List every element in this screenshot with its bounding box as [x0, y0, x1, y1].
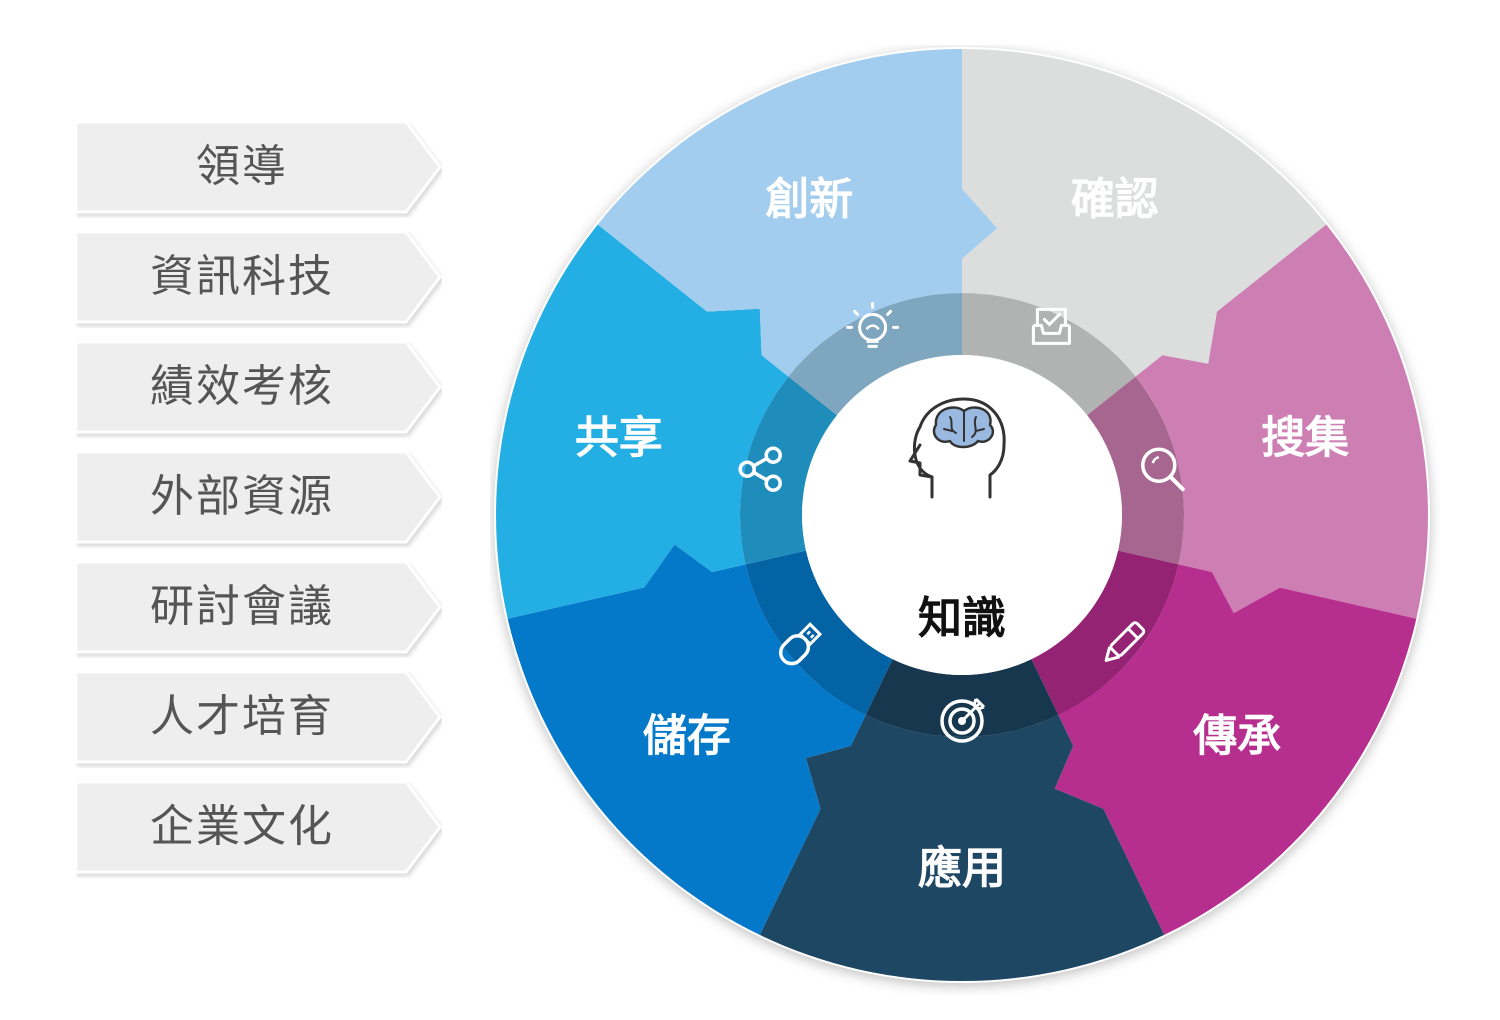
target-icon: [940, 697, 986, 743]
segment-label: 應用: [918, 843, 1006, 894]
segment-icons: [738, 301, 1185, 743]
lightbulb-icon: [846, 301, 900, 348]
outer-segment: [507, 544, 866, 935]
factor-item-it: 資訊科技: [76, 232, 442, 328]
factor-item-performance: 績效考核: [76, 342, 442, 438]
outer-segment: [759, 715, 1165, 982]
factor-label: 領導: [196, 141, 288, 192]
segment-label: 創新: [765, 174, 853, 225]
usb-drive-icon: [778, 622, 823, 666]
factor-item-leadership: 領導: [76, 122, 442, 218]
inner-segment: [740, 376, 837, 565]
factor-item-external: 外部資源: [76, 452, 442, 548]
outer-segment: [1135, 224, 1428, 619]
factor-label: 研討會議: [150, 581, 334, 632]
segment-label: 確認: [1071, 174, 1159, 225]
inner-segment: [788, 293, 962, 416]
center-label: 知識: [918, 593, 1006, 644]
inner-segment: [1031, 550, 1179, 716]
segment-label: 搜集: [1261, 413, 1349, 464]
factor-label: 企業文化: [150, 801, 334, 852]
factor-item-talent: 人才培育: [76, 672, 442, 768]
inner-segment: [1087, 376, 1184, 565]
brain-head-icon: [908, 397, 1006, 499]
center-circle: [802, 355, 1122, 675]
magnifier-icon: [1141, 447, 1185, 492]
share-icon: [738, 446, 782, 492]
segment-label: 儲存: [643, 711, 731, 762]
factor-label: 資訊科技: [150, 251, 334, 302]
factor-label: 外部資源: [150, 471, 334, 522]
factor-label: 績效考核: [150, 361, 334, 412]
segment-label: 傳承: [1192, 711, 1281, 762]
outer-segments: [496, 49, 1428, 982]
factor-item-seminar: 研討會議: [76, 562, 442, 658]
outer-segment: [496, 224, 789, 619]
inner-segment: [962, 293, 1136, 416]
inbox-check-icon: [1031, 307, 1071, 345]
factor-item-culture: 企業文化: [76, 782, 442, 878]
inner-segment: [865, 659, 1059, 737]
factor-label: 人才培育: [150, 691, 334, 742]
inner-ring: [740, 293, 1184, 737]
outer-segment: [597, 49, 998, 377]
outer-segment: [962, 49, 1327, 377]
segment-label: 共享: [575, 413, 663, 464]
outer-segment: [1054, 564, 1417, 935]
pen-icon: [1104, 621, 1146, 662]
